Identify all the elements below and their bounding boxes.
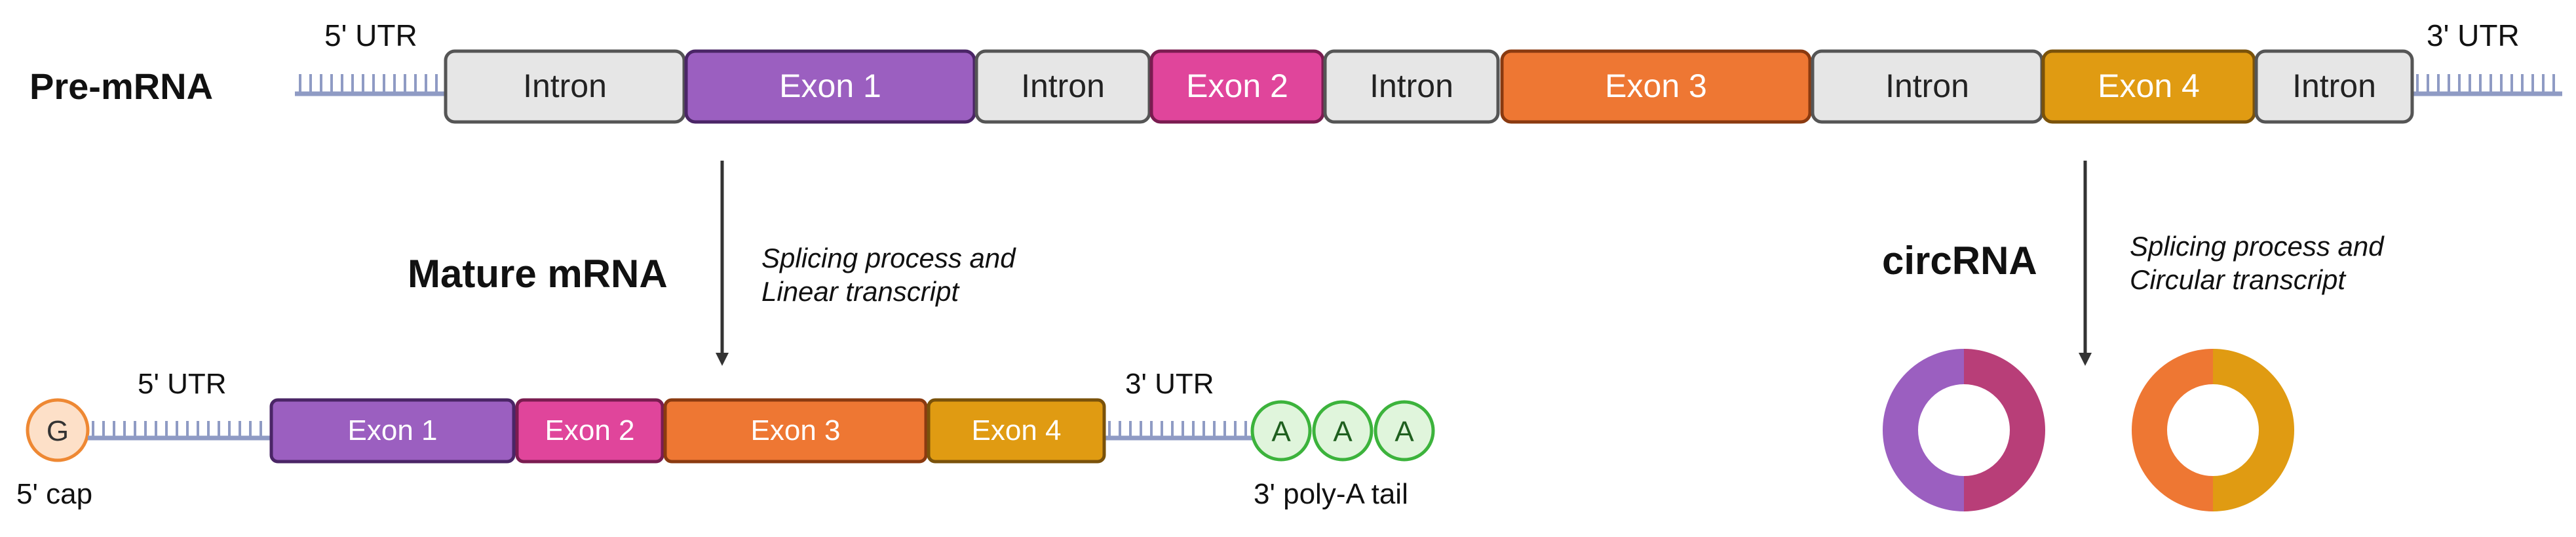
mature-mrna-title: Mature mRNA <box>408 252 668 296</box>
linear-process-line-2: Linear transcript <box>761 276 960 307</box>
premrna-utr3-label: 3' UTR <box>2427 18 2520 52</box>
circrna-ring-1 <box>1883 349 2045 511</box>
svg-text:A: A <box>1394 416 1414 448</box>
svg-text:Exon 4: Exon 4 <box>972 414 1062 447</box>
svg-text:Intron: Intron <box>523 68 607 104</box>
svg-text:Exon 2: Exon 2 <box>545 414 635 447</box>
poly-a-bead-1: A <box>1250 400 1312 462</box>
mature-utr5-label: 5' UTR <box>138 368 227 400</box>
svg-text:Exon 3: Exon 3 <box>1605 68 1707 104</box>
premrna-segments: Intron Exon 1 Intron Exon 2 Intron Exon … <box>444 49 2414 124</box>
svg-text:A: A <box>1271 416 1291 448</box>
mature-exon-3: Exon 3 <box>663 398 928 464</box>
cap-label: 5' cap <box>16 478 92 510</box>
mature-exon-1: Exon 1 <box>269 398 516 464</box>
five-prime-cap: G <box>26 398 90 462</box>
premrna-utr5-strand <box>295 74 446 96</box>
mature-exon-2: Exon 2 <box>515 398 664 464</box>
circrna-ring-2 <box>2132 349 2294 511</box>
circular-process-line-1: Splicing process and <box>2130 231 2385 262</box>
mature-utr3-label: 3' UTR <box>1125 368 1214 400</box>
circular-process-line-2: Circular transcript <box>2130 264 2347 295</box>
svg-text:Exon 1: Exon 1 <box>779 68 881 104</box>
premrna-intron-2: Intron <box>974 49 1151 124</box>
svg-text:Exon 3: Exon 3 <box>751 414 841 447</box>
poly-a-bead-3: A <box>1374 400 1435 462</box>
premrna-intron-1: Intron <box>444 49 686 124</box>
circrna-title: circRNA <box>1882 239 2037 283</box>
premrna-intron-5: Intron <box>2254 49 2414 124</box>
svg-text:Intron: Intron <box>2292 68 2376 104</box>
cap-letter: G <box>47 415 69 447</box>
svg-text:Exon 4: Exon 4 <box>2098 68 2200 104</box>
premrna-exon-1: Exon 1 <box>684 49 976 124</box>
premrna-intron-3: Intron <box>1323 49 1500 124</box>
premrna-exon-3: Exon 3 <box>1500 49 1812 124</box>
premrna-exon-2: Exon 2 <box>1149 49 1325 124</box>
mature-exons: Exon 1 Exon 2 Exon 3 Exon 4 <box>269 398 1106 464</box>
mature-exon-4: Exon 4 <box>927 398 1106 464</box>
premrna-utr5-label: 5' UTR <box>324 18 417 52</box>
mature-utr5-strand <box>88 421 271 441</box>
premrna-exon-4: Exon 4 <box>2041 49 2256 124</box>
premrna-utr3-strand <box>2412 74 2562 96</box>
svg-text:Exon 1: Exon 1 <box>348 414 438 447</box>
poly-a-label: 3' poly-A tail <box>1254 478 1408 510</box>
svg-text:A: A <box>1333 416 1353 448</box>
svg-text:Intron: Intron <box>1885 68 1969 104</box>
poly-a-tail: A A A <box>1250 400 1435 462</box>
premrna-intron-4: Intron <box>1811 49 2044 124</box>
linear-process-line-1: Splicing process and <box>761 243 1016 273</box>
premrna-title: Pre-mRNA <box>29 66 213 107</box>
svg-text:Exon 2: Exon 2 <box>1186 68 1288 104</box>
svg-text:Intron: Intron <box>1370 68 1453 104</box>
svg-text:Intron: Intron <box>1021 68 1105 104</box>
mature-utr3-strand <box>1104 421 1252 441</box>
poly-a-bead-2: A <box>1312 400 1374 462</box>
